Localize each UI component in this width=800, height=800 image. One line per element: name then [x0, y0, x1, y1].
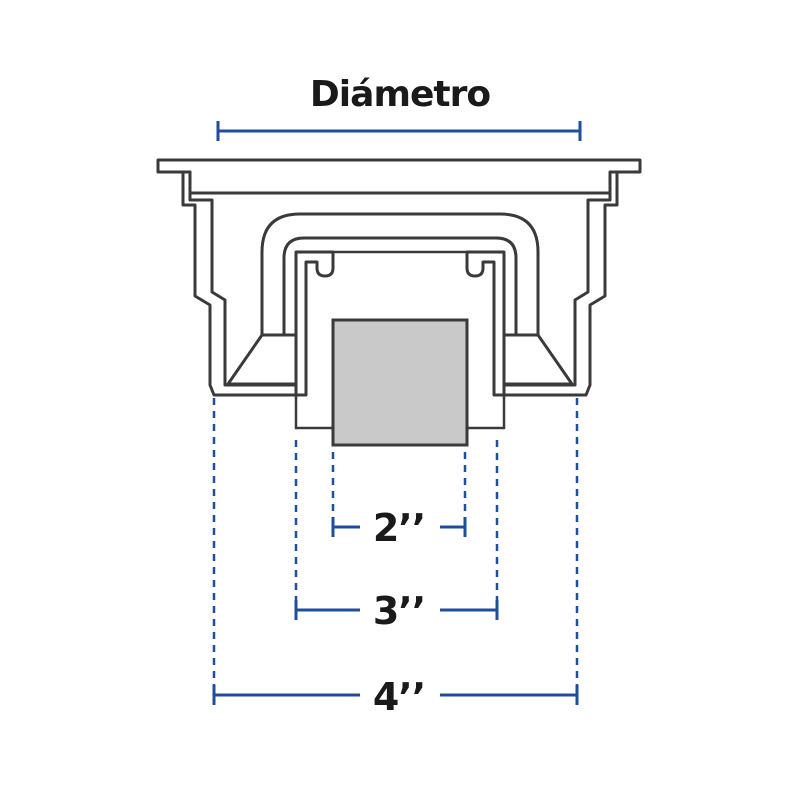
- dimension-4-inch: 4’’: [212, 675, 579, 719]
- diagram-title: Diámetro: [310, 74, 490, 115]
- diameter-dimension: [216, 121, 582, 141]
- dimension-2-inch: 2’’: [331, 506, 467, 550]
- drain-body: [156, 158, 642, 447]
- inner-cup-right: [465, 250, 506, 397]
- left-bowl-floor: [226, 333, 298, 386]
- dim-4-label: 4’’: [373, 675, 425, 719]
- dim-2-label: 2’’: [373, 506, 425, 550]
- dimension-3-inch: 3’’: [294, 589, 499, 633]
- extension-lines: [212, 398, 579, 690]
- trap-cover: [260, 212, 540, 337]
- outlet-pipe: [331, 318, 469, 447]
- drain-rim: [156, 158, 642, 195]
- dim-3-label: 3’’: [373, 589, 425, 633]
- right-bowl-floor: [502, 333, 574, 386]
- inner-cup: [294, 250, 335, 397]
